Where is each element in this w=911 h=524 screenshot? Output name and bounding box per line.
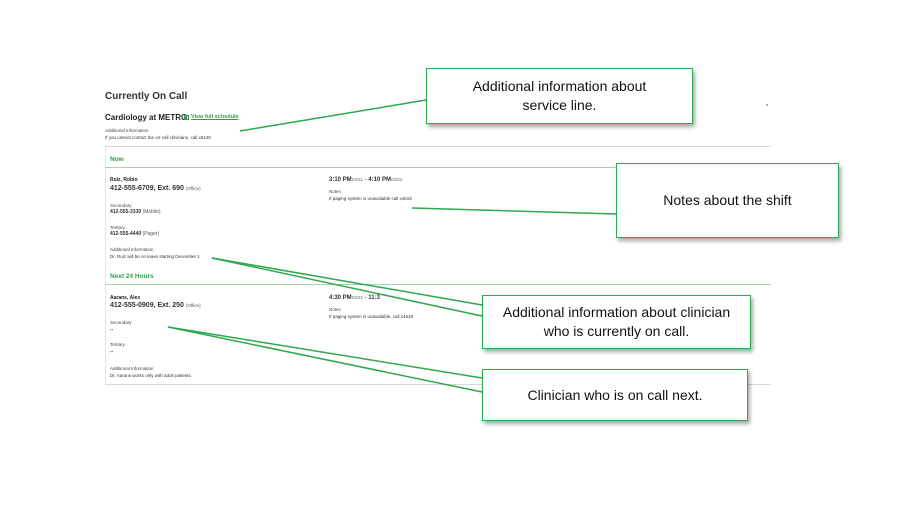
callout-current-clinician-info: Additional information about clinician w… xyxy=(482,295,751,349)
service-info-text: If you cannot contact the on-call clinic… xyxy=(105,135,211,140)
clinician-info-label: Additional Information xyxy=(110,366,154,371)
clinician-info-label: Additional Information xyxy=(110,247,154,252)
secondary-label: Secondary xyxy=(110,203,132,208)
tertiary-phone: -- xyxy=(110,349,114,355)
secondary-phone-number: 412-555-3330 xyxy=(110,209,142,215)
callout-next-clinician: Clinician who is on call next. xyxy=(482,369,748,421)
shift-end-time: 4:10 PM xyxy=(368,177,391,183)
tertiary-label: Tertiary xyxy=(110,342,125,347)
secondary-phone-type: (Mobile) xyxy=(142,209,161,215)
callout-text: Clinician who is on call next. xyxy=(527,386,703,403)
section-heading-now: Now xyxy=(110,156,124,163)
callout-service-line-info: Additional information about service lin… xyxy=(426,68,693,124)
shift-start-time: 4:30 PM xyxy=(329,295,352,301)
secondary-label: Secondary xyxy=(110,320,132,325)
service-info-label: Additional Information xyxy=(105,128,149,133)
section-heading-next-24-hours: Next 24 Hours xyxy=(110,273,154,280)
shift-time: 3:10 PM03/21 - 4:10 PM03/21 xyxy=(329,177,402,183)
primary-phone-number: 412-555-0909, Ext. 250 xyxy=(110,302,184,309)
primary-phone[interactable]: 412-555-0909, Ext. 250 (Office) xyxy=(110,302,201,309)
section-divider xyxy=(105,284,771,285)
tertiary-phone-type: (Pager) xyxy=(142,231,160,237)
clinician-info-text: Dr. Ruiz will be on leave starting Decem… xyxy=(110,254,200,259)
shift-notes-text: If paging system is unavailable, call x4… xyxy=(329,314,414,319)
connector-current-clinician xyxy=(211,257,483,317)
shift-time: 4:30 PM03/21 - 11:3 xyxy=(329,295,380,301)
tertiary-label: Tertiary xyxy=(110,225,125,230)
decorative-dot xyxy=(766,104,768,106)
secondary-phone[interactable]: 412-555-3330 (Mobile) xyxy=(110,209,161,215)
section-divider xyxy=(105,167,771,168)
shift-notes-text: If paging system is unavailable call x46… xyxy=(329,196,412,201)
shift-start-date: 03/21 xyxy=(351,295,363,300)
clinician-info-text: Dr. Aarans works only with adult patient… xyxy=(110,373,191,378)
shift-end-time: 11:3 xyxy=(368,295,380,301)
tertiary-phone[interactable]: 412-555-4440 (Pager) xyxy=(110,231,159,237)
shift-start-time: 3:10 PM xyxy=(329,177,352,183)
primary-phone[interactable]: 412-555-6709, Ext. 690 (Office) xyxy=(110,185,201,192)
page-title: Currently On Call xyxy=(105,91,188,102)
callout-text: Additional information about clinician w… xyxy=(502,304,731,339)
clinician-name: Ruiz, Robin xyxy=(110,177,138,183)
divider xyxy=(105,146,771,147)
connector-service-line xyxy=(239,99,427,132)
view-full-schedule-link[interactable]: View full schedule xyxy=(184,114,239,120)
shift-separator: - xyxy=(364,295,367,301)
tertiary-phone-number: 412-555-4440 xyxy=(110,231,142,237)
shift-start-date: 03/21 xyxy=(351,177,363,182)
clinician-name: Aarans, Alex xyxy=(110,295,141,301)
connector-next-clinician xyxy=(167,326,483,379)
panel-left-edge xyxy=(105,147,106,384)
shift-notes-label: Notes xyxy=(329,307,341,312)
view-full-schedule-label: View full schedule xyxy=(191,114,239,120)
connector-shift-notes xyxy=(411,207,617,215)
shift-separator: - xyxy=(364,177,367,183)
service-line-title: Cardiology at METRO xyxy=(105,113,188,122)
secondary-phone: -- xyxy=(110,327,114,333)
callout-text: Notes about the shift xyxy=(663,192,792,209)
connector-current-clinician xyxy=(211,257,483,306)
primary-phone-type: (Office) xyxy=(185,186,201,191)
panel-bottom-border xyxy=(105,384,771,385)
calendar-icon xyxy=(184,114,189,120)
callout-shift-notes: Notes about the shift xyxy=(616,163,839,238)
shift-notes-label: Notes xyxy=(329,189,341,194)
primary-phone-type: (Office) xyxy=(185,303,201,308)
primary-phone-number: 412-555-6709, Ext. 690 xyxy=(110,185,184,192)
connector-next-clinician xyxy=(167,326,483,393)
shift-end-date: 03/21 xyxy=(390,177,403,182)
callout-text: Additional information about service lin… xyxy=(472,78,647,113)
